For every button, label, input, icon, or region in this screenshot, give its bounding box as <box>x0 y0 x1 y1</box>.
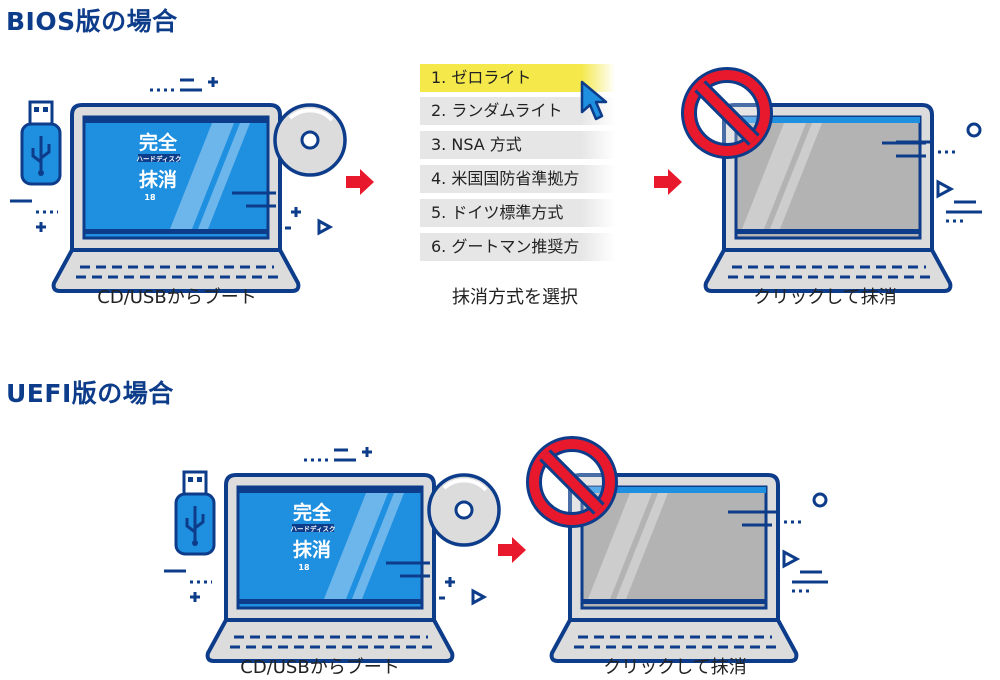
svg-text:完全: 完全 <box>293 501 332 524</box>
uefi-deco-lowleft <box>162 569 214 604</box>
erase-method-menu: 1. ゼロライト 2. ランダムライト 3. NSA 方式 4. 米国国防省準拠… <box>420 62 615 265</box>
bios-deco-lowleft <box>8 199 60 234</box>
bios-arrow-2 <box>654 169 682 195</box>
svg-text:ハードディスク: ハードディスク <box>290 524 335 533</box>
mouse-cursor-icon <box>580 80 608 121</box>
uefi-section-title: UEFI版の場合 <box>6 379 174 408</box>
bios-step3-caption: クリックして抹消 <box>753 287 897 308</box>
svg-text:完全: 完全 <box>139 131 178 154</box>
uefi-usb-icon <box>174 470 216 556</box>
uefi-step1-caption: CD/USBからブート <box>240 657 400 678</box>
bios-prohibit-icon <box>689 75 765 151</box>
bios-usb-icon <box>20 100 62 186</box>
uefi-deco-plus <box>439 577 488 606</box>
bios-section-title: BIOS版の場合 <box>6 7 178 36</box>
bios-step2-caption: 抹消方式を選択 <box>452 287 578 308</box>
bios-deco-plus <box>285 207 334 236</box>
bios-deco-topleft <box>148 75 220 92</box>
svg-text:ハードディスク: ハードディスク <box>136 154 181 163</box>
svg-text:18: 18 <box>298 563 310 572</box>
uefi-product-box: 完全 ハードディスク 抹消 18 <box>290 501 335 572</box>
uefi-step2-caption: クリックして抹消 <box>603 657 747 678</box>
svg-text:18: 18 <box>144 193 156 202</box>
uefi-prohibit-icon <box>534 444 610 520</box>
bios-cd-icon <box>273 103 347 177</box>
bios-product-box: 完全 ハードディスク 抹消 18 <box>136 131 181 202</box>
uefi-arrow <box>498 537 526 563</box>
uefi-cd-icon <box>427 473 501 547</box>
bios-arrow-1 <box>346 169 374 195</box>
svg-text:抹消: 抹消 <box>139 168 177 191</box>
svg-text:抹消: 抹消 <box>293 538 331 561</box>
bios-step1-caption: CD/USBからブート <box>97 287 257 308</box>
uefi-deco-topleft <box>302 445 374 462</box>
